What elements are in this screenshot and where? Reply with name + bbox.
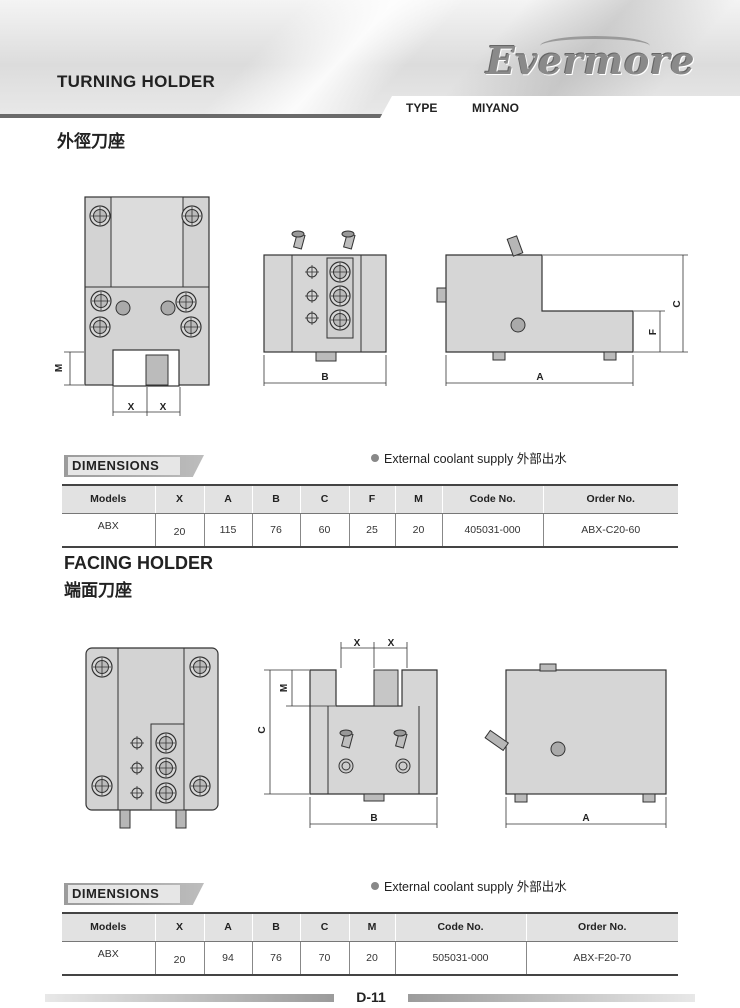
table-header: X: [154, 484, 204, 514]
dim-label-x: X: [388, 638, 395, 649]
dim-label-a: A: [536, 372, 543, 383]
table-cell: 405031-000: [441, 513, 543, 548]
table-header: M: [348, 912, 395, 942]
table-header: Models: [62, 484, 155, 514]
table-header: X: [154, 912, 204, 942]
dim-label-x: X: [354, 638, 361, 649]
table-header-row: Models X A B C F M Code No. Order No.: [62, 484, 678, 514]
table-cell: 505031-000: [394, 941, 526, 976]
table-header: A: [203, 912, 252, 942]
table-header: Order No.: [525, 912, 678, 942]
table-header-row: Models X A B C M Code No. Order No.: [62, 912, 678, 942]
bullet-icon: [371, 454, 379, 462]
brand-logo: Evermore: [486, 38, 695, 83]
dim-label-b: B: [321, 372, 328, 383]
turning-front-view: [64, 196, 210, 416]
page-number: D-11: [334, 986, 408, 1008]
table-row: ABX 20 94 76 70 20 505031-000 ABX-F20-70: [62, 941, 678, 976]
dim-label-b: B: [370, 813, 377, 824]
facing-front-view: [85, 647, 219, 829]
turning-dimensions-table: Models X A B C F M Code No. Order No. AB…: [62, 484, 678, 548]
table-cell: 25: [348, 513, 395, 548]
table-cell: 76: [251, 513, 300, 548]
table-cell: 20: [154, 941, 204, 976]
turning-side-view: [263, 230, 387, 386]
section-title-cn: 端面刀座: [64, 581, 132, 600]
facing-dimensions-table: Models X A B C M Code No. Order No. ABX …: [62, 912, 678, 976]
table-header: C: [299, 912, 349, 942]
table-header: Order No.: [542, 484, 678, 514]
table-header: M: [394, 484, 442, 514]
table-cell: 20: [348, 941, 395, 976]
type-label: TYPE: [406, 101, 438, 115]
table-header: C: [299, 484, 349, 514]
table-header: Code No.: [394, 912, 526, 942]
table-header: B: [251, 484, 300, 514]
section-title: FACING HOLDER: [64, 553, 214, 573]
brand-swoosh: [540, 36, 650, 56]
coolant-note: External coolant supply 外部出水: [371, 876, 567, 895]
table-cell: 94: [203, 941, 252, 976]
coolant-note: External coolant supply 外部出水: [371, 448, 567, 467]
table-header: Models: [62, 912, 155, 942]
dim-label-m: M: [279, 684, 290, 692]
dim-label-c: C: [672, 300, 683, 307]
dimensions-label: DIMENSIONS: [64, 455, 204, 477]
table-cell: 76: [251, 941, 300, 976]
table-cell: 70: [299, 941, 349, 976]
table-header: A: [203, 484, 252, 514]
dim-label-a: A: [582, 813, 589, 824]
header-rule: [0, 114, 740, 118]
dim-label-x: X: [160, 402, 167, 413]
table-cell: ABX: [62, 513, 155, 548]
table-cell: 115: [203, 513, 252, 548]
dimensions-label: DIMENSIONS: [64, 883, 204, 905]
section-title-cn: 外徑刀座: [57, 132, 125, 151]
table-header: F: [348, 484, 395, 514]
dim-label-x: X: [128, 402, 135, 413]
table-header: B: [251, 912, 300, 942]
bullet-icon: [371, 882, 379, 890]
table-cell: ABX: [62, 941, 155, 976]
table-header: Code No.: [441, 484, 543, 514]
table-cell: ABX-F20-70: [525, 941, 678, 976]
dim-label-m: M: [54, 364, 65, 372]
dim-label-c: C: [257, 726, 268, 733]
facing-side-view: [264, 642, 438, 828]
table-cell: 20: [394, 513, 442, 548]
dim-label-f: F: [648, 329, 659, 335]
type-value: MIYANO: [472, 101, 519, 115]
turning-right-view: [436, 235, 688, 386]
type-tab: [380, 96, 740, 118]
table-cell: 60: [299, 513, 349, 548]
page-title: TURNING HOLDER: [57, 72, 216, 91]
table-cell: ABX-C20-60: [542, 513, 678, 548]
table-row: ABX 20 115 76 60 25 20 405031-000 ABX-C2…: [62, 513, 678, 548]
facing-right-view: [484, 663, 667, 828]
table-cell: 20: [154, 513, 204, 548]
